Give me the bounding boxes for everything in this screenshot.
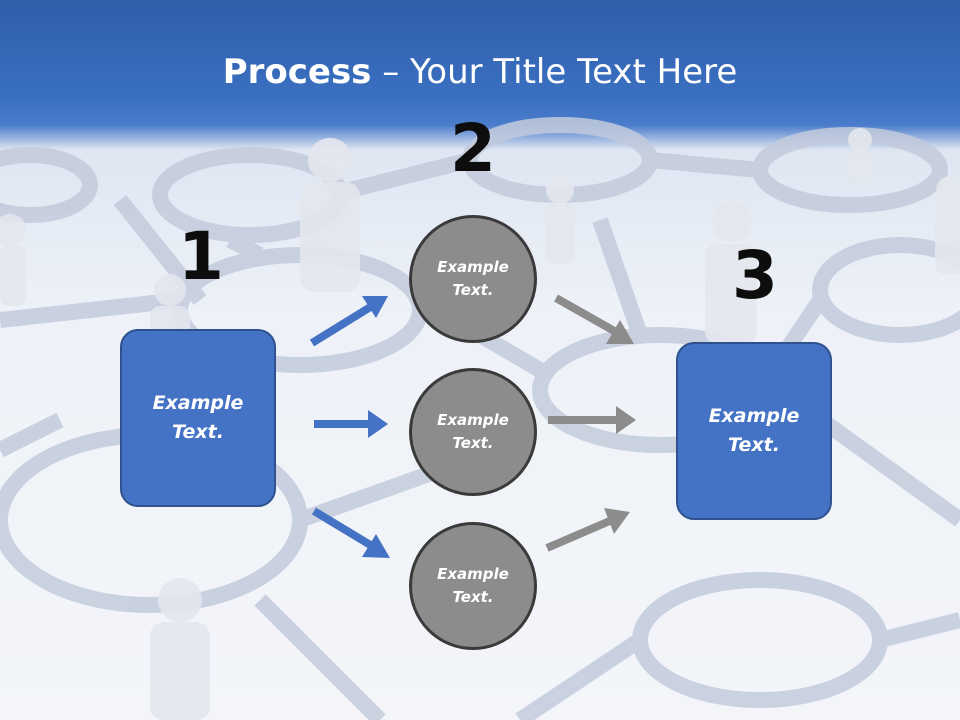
step-number-3: 3 (732, 237, 778, 314)
page-title: Process – Your Title Text Here (0, 52, 960, 92)
circle-top[interactable]: Example Text. (409, 215, 537, 343)
circle-middle[interactable]: Example Text. (409, 368, 537, 496)
circle-middle-label: Example Text. (437, 411, 509, 452)
blue-arrow-up (309, 296, 388, 347)
step-1-label: Example Text. (152, 392, 244, 443)
circle-bottom[interactable]: Example Text. (409, 522, 537, 650)
title-rest: – Your Title Text Here (371, 52, 738, 92)
step-number-1: 1 (178, 218, 224, 295)
step-3-box[interactable]: Example Text. (676, 342, 832, 520)
blue-arrow-down (311, 507, 390, 558)
step-3-label: Example Text. (708, 405, 800, 456)
blue-arrow-right (314, 410, 388, 438)
circle-bottom-label: Example Text. (437, 565, 509, 606)
step-number-2: 2 (450, 110, 496, 187)
gray-arrow-right (548, 406, 636, 434)
step-1-box[interactable]: Example Text. (120, 329, 276, 507)
title-bold: Process (222, 52, 372, 92)
gray-arrow-up (545, 508, 630, 552)
gray-arrow-down (554, 294, 634, 344)
circle-top-label: Example Text. (437, 258, 509, 299)
